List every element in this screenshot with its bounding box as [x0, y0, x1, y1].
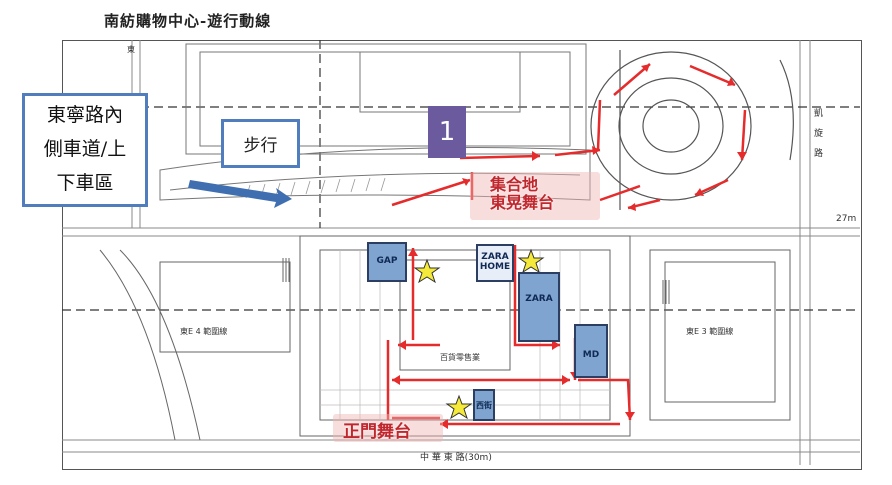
dropoff-line-3: 下車區 — [56, 172, 114, 194]
star-marker — [445, 394, 473, 420]
top-stage-line-2: 東晃舞台 — [490, 193, 555, 212]
road-east-char-3: 路 — [814, 149, 824, 159]
dropoff-line-1: 東寧路內 — [46, 104, 123, 126]
dept-store-label: 百貨零售業 — [440, 353, 480, 362]
road-east-width: 27m — [836, 214, 857, 224]
store-small-label: 西街 — [476, 401, 492, 410]
store-zara-home-line-2: HOME — [479, 262, 511, 272]
store-small: 西街 — [473, 389, 495, 421]
store-zara: ZARA — [518, 272, 560, 342]
zone-east-label: 東E 3 範圍線 — [686, 327, 734, 336]
walk-label: 步行 — [243, 136, 278, 156]
walk-label-box: 步行 — [221, 119, 300, 168]
parade-route — [386, 63, 747, 426]
map-title: 南紡購物中心-遊行動線 — [104, 12, 272, 30]
bottom-stage-highlight — [333, 414, 443, 442]
dropoff-line-2: 側車道/上 — [43, 138, 127, 160]
site-plan-frame — [62, 40, 862, 470]
star-marker — [413, 258, 441, 284]
store-zara-label: ZARA — [525, 294, 553, 304]
top-stage-line-1: 集合地 — [490, 175, 539, 194]
location-number-badge: 1 — [428, 106, 466, 158]
main-entrance-stage-label: 正門舞台 — [343, 422, 411, 442]
store-zara-home: ZARA HOME — [476, 244, 514, 282]
top-stage-highlight — [470, 172, 600, 220]
walk-arrow — [188, 180, 292, 208]
top-stage-label: 集合地 東晃舞台 — [490, 176, 554, 212]
road-east-char-1: 凱 — [814, 109, 824, 119]
road-east-char-2: 旋 — [814, 129, 824, 139]
store-md: MD — [574, 324, 608, 378]
store-gap: GAP — [367, 242, 407, 282]
store-zara-home-line-1: ZARA — [481, 252, 509, 262]
store-gap-label: GAP — [376, 256, 398, 266]
road-east-label: 凱 旋 路 — [814, 104, 823, 164]
east-ning-road-dropoff-box: 東寧路內 側車道/上 下車區 — [22, 93, 148, 207]
zone-west-label: 東E 4 範圍線 — [180, 327, 228, 336]
road-south-label: 中 華 東 路(30m) — [420, 453, 492, 463]
north-road-letter: 東 — [127, 45, 135, 54]
store-md-label: MD — [582, 350, 600, 360]
star-marker — [517, 248, 545, 274]
